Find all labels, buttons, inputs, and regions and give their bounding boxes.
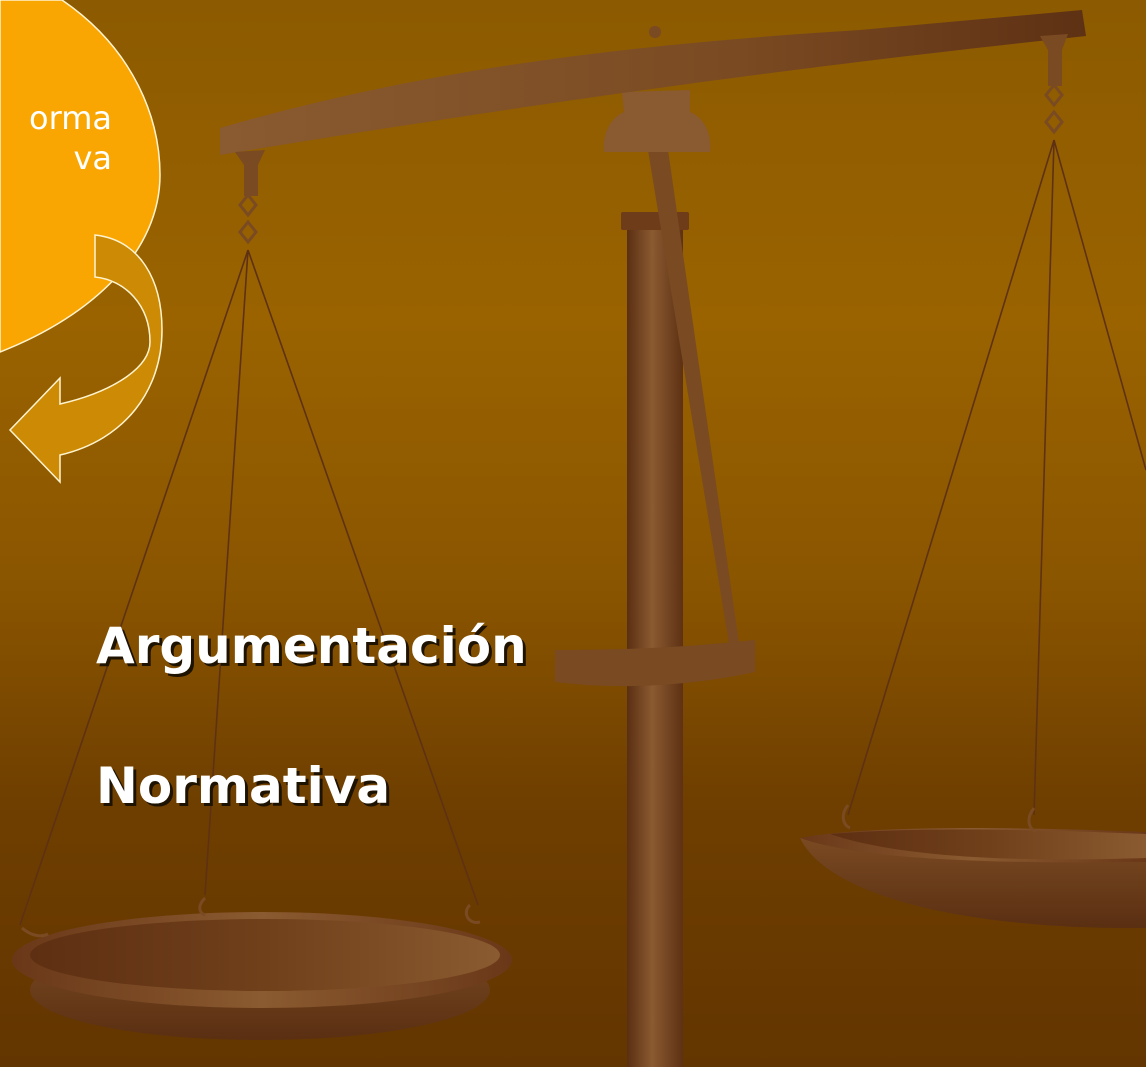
left-strings xyxy=(19,249,479,926)
right-pan xyxy=(800,804,1146,929)
scale-beam xyxy=(220,10,1086,155)
bubble-text-line-1: orma xyxy=(29,99,112,137)
right-strings xyxy=(847,139,1146,816)
lower-crossbar xyxy=(555,640,755,687)
scale-pole xyxy=(627,222,683,1067)
bubble-text: orma va xyxy=(0,98,112,178)
slide-title-line-1: Argumentación xyxy=(96,617,527,675)
scale-hub xyxy=(603,90,711,152)
left-hanger xyxy=(235,150,265,196)
right-hanger xyxy=(1040,34,1068,86)
left-pan xyxy=(12,896,512,1040)
slide-title-line-2: Normativa xyxy=(96,757,391,815)
left-chain xyxy=(238,192,258,245)
bubble-text-line-2: va xyxy=(73,139,112,177)
right-chain xyxy=(1044,82,1064,135)
scale-pointer xyxy=(648,150,740,650)
curved-arrow-icon xyxy=(8,234,163,484)
